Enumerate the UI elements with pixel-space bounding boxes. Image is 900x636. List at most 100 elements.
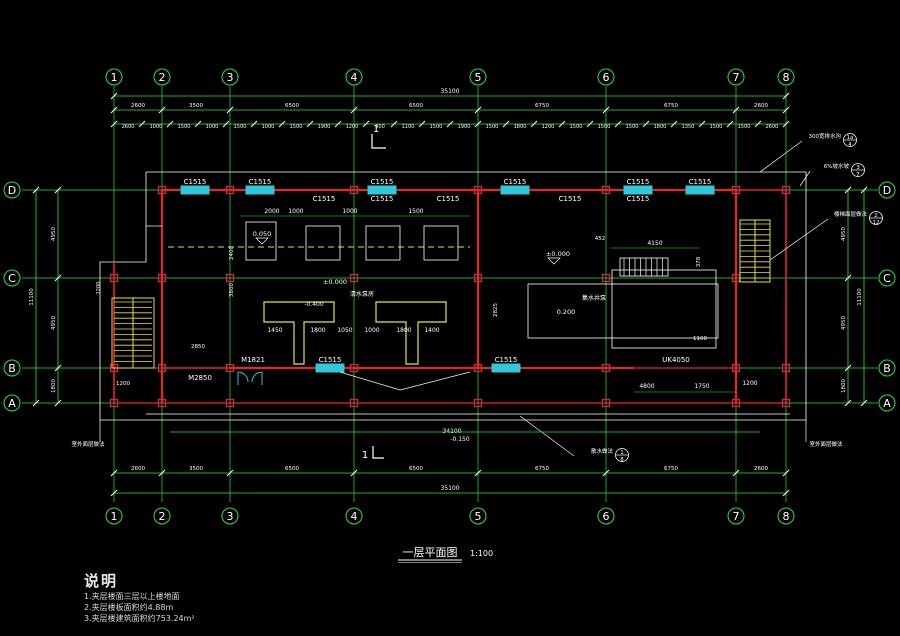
dim-tick [474, 469, 482, 477]
dim-tick [350, 106, 358, 114]
column-2C [157, 273, 167, 283]
dim-tick [782, 469, 790, 477]
window-top-label-4: C1515 [627, 178, 650, 186]
section-mark-top-label: 1 [373, 124, 379, 135]
axis-bubble-right-D-label: D [883, 184, 891, 197]
dim-bottom-4: 6750 [535, 466, 549, 472]
dim-right-0: 4950 [841, 227, 847, 241]
axis-bubble-bottom-5 [469, 507, 487, 525]
column-6D [601, 185, 611, 195]
equipment-box [527, 283, 719, 339]
axis-bubble-top-8-label: 8 [783, 71, 790, 84]
window-bottom-label-0: C1515 [319, 356, 342, 364]
dim-row2-11: 1500 [430, 124, 443, 130]
callout-stair-page: 12 [873, 220, 880, 226]
callout-apron-leader [519, 415, 575, 457]
dim-tick [530, 120, 538, 128]
axis-bubble-bottom-2-label: 2 [159, 510, 166, 523]
dim-tick [602, 106, 610, 114]
dim-row2-10: 1100 [402, 124, 415, 130]
dim-tick [782, 489, 790, 497]
pump-dim-3: 1000 [364, 327, 379, 334]
dim-tick [138, 120, 146, 128]
dim-overall-bottom: 35100 [440, 485, 459, 492]
note-line-1: 1.夹层楼面三层以上楼地面 [84, 592, 180, 601]
axis-bubble-top-8 [777, 68, 795, 86]
column-7D [731, 185, 741, 195]
dim-row2-21: 1500 [710, 124, 723, 130]
dim-tick [250, 120, 258, 128]
dim-left-2: 1200 [96, 282, 102, 295]
column-4A [349, 398, 359, 408]
axis-bubble-right-C-label: C [883, 272, 891, 285]
axis-bubble-left-D [3, 181, 21, 199]
dim-row2-16: 1500 [570, 124, 583, 130]
window-top-label-2: C1515 [371, 178, 394, 186]
misc-dim-7: 378 [696, 256, 702, 267]
dim-row2-12: 1900 [458, 124, 471, 130]
column-3B [225, 363, 235, 373]
dim-row2-4: 1500 [234, 124, 247, 130]
axis-bubble-left-C-label: C [8, 272, 16, 285]
dim-tick [334, 120, 342, 128]
section-mark-bottom-label: 1 [362, 450, 368, 461]
window-top-5 [685, 185, 715, 195]
dim-tick [362, 120, 370, 128]
equipment-frame [611, 269, 717, 349]
axis-bubble-right-D [878, 181, 896, 199]
dim-tick [732, 469, 740, 477]
window-top-label-1: C1515 [249, 178, 272, 186]
window-inner-label-4: C1515 [627, 195, 650, 203]
axis-bubble-right-B-label: B [883, 362, 891, 375]
callout-slope-num: 3 [856, 165, 860, 171]
callout-stair-leader [769, 218, 829, 261]
elevation-mark-bottom: -0.150 [450, 436, 470, 443]
dim-tick [226, 106, 234, 114]
axis-bubble-left-C [3, 269, 21, 287]
dim-tick [306, 120, 314, 128]
right-dim-0: 4150 [647, 240, 662, 247]
equipment-stair [619, 257, 669, 277]
mid-gap-label: 34100 [442, 428, 461, 435]
column-2D [157, 185, 167, 195]
axis-bubble-top-5-label: 5 [475, 71, 482, 84]
dim-row1-3: 6500 [409, 103, 423, 109]
right-dim-1: 4800 [639, 383, 654, 390]
callout-slope-leader [799, 170, 811, 187]
dim-tick [32, 399, 40, 407]
dim-left-3: 1800 [51, 379, 57, 393]
window-inner-label-3: C1515 [559, 195, 582, 203]
dim-tick [474, 106, 482, 114]
annotation-text: 1a4300宽排水沟376%坡水坡212楼梯面层做法18散水做法室外面层做法室外… [71, 124, 883, 563]
pump-base-2 [375, 301, 447, 365]
axis-bubble-top-6-label: 6 [603, 71, 610, 84]
axis-bubble-right-B [878, 359, 896, 377]
leader-2 [399, 371, 471, 391]
dim-row2-19: 1800 [654, 124, 667, 130]
dim-row1-4: 6750 [535, 103, 549, 109]
tank-left [245, 221, 277, 261]
dim-bottom-0: 2600 [131, 466, 145, 472]
axis-bubble-right-A-label: A [883, 397, 891, 410]
column-1C [109, 273, 119, 283]
right-dim-3: 1200 [742, 380, 757, 387]
inner-dim-3: 1500 [408, 208, 423, 215]
dim-tick [782, 106, 790, 114]
elevation-2: ±0.000 [323, 278, 347, 286]
column-4D [349, 185, 359, 195]
window-bottom-label-1: C1515 [495, 356, 518, 364]
axis-bubble-bottom-7 [727, 507, 745, 525]
dim-tick [54, 274, 62, 282]
axis-bubble-bottom-4 [345, 507, 363, 525]
axis-bubble-top-1 [105, 68, 123, 86]
column-6B [601, 363, 611, 373]
dim-right-2: 1800 [841, 379, 847, 393]
pump-dim-1: 1800 [310, 327, 325, 334]
dim-tick [222, 120, 230, 128]
axis-bubble-top-2 [153, 68, 171, 86]
door-label-2: M2850 [188, 374, 212, 382]
axis-bubble-top-4-label: 4 [351, 71, 358, 84]
dim-row2-23: 2600 [766, 124, 779, 130]
